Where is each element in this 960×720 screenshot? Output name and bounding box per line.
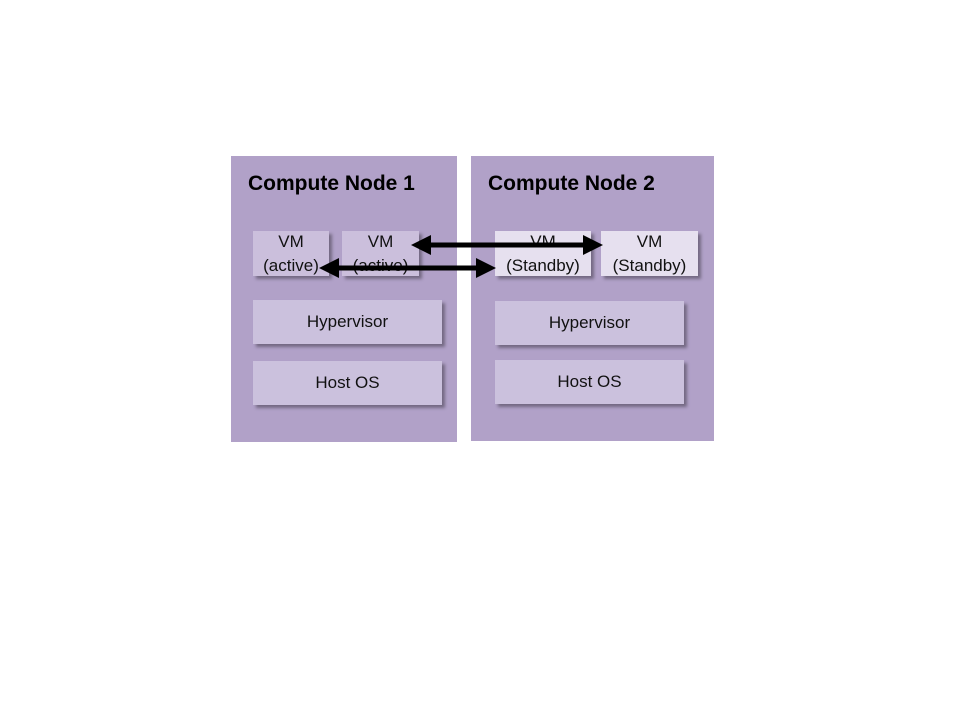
vm-state: (Standby) <box>506 255 580 275</box>
vm-label: VM <box>636 231 663 251</box>
vm-state: (active) <box>352 255 409 275</box>
vm-active-2: VM (active) <box>342 231 419 276</box>
vm-state: (active) <box>263 255 319 275</box>
vm-label: VM <box>367 231 394 251</box>
vm-active-1: VM (active) <box>253 231 329 276</box>
vm-label: VM <box>530 231 556 251</box>
vm-label: VM <box>278 231 304 251</box>
vm-state: (Standby) <box>612 255 687 275</box>
node-title: Compute Node 1 <box>248 172 415 195</box>
node-title: Compute Node 2 <box>488 172 655 195</box>
host-os-box-1: Host OS <box>253 361 442 405</box>
host-os-box-2: Host OS <box>495 360 684 404</box>
hypervisor-box-2: Hypervisor <box>495 301 684 345</box>
vm-standby-2: VM (Standby) <box>601 231 698 276</box>
vm-standby-1: VM (Standby) <box>495 231 591 276</box>
hypervisor-box-1: Hypervisor <box>253 300 442 344</box>
